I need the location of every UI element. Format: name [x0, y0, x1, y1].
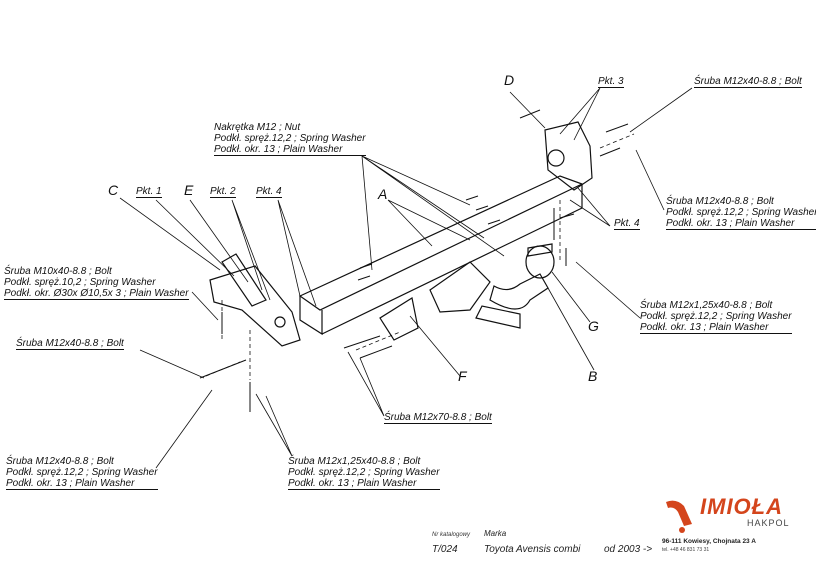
company-sub-text: HAKPOL: [747, 518, 790, 528]
imiola-logo-icon: [666, 500, 692, 533]
catalog-number: T/024: [432, 544, 458, 555]
tow-ball: [525, 245, 555, 279]
catalog-label: Nr katalogowy: [432, 532, 471, 538]
pkt2-label: Pkt. 2: [210, 186, 236, 198]
part-g-label: G: [588, 318, 599, 334]
part-b-label: B: [588, 368, 598, 384]
left-m10-label-block: Śruba M10x40-8.8 ; Bolt Podkł. spręż.10,…: [4, 266, 189, 300]
part-a-label: A: [378, 186, 388, 202]
pkt4-left-label: Pkt. 4: [256, 186, 282, 198]
car-model: Toyota Avensis combi: [484, 544, 581, 555]
pkt4-right-label: Pkt. 4: [614, 218, 640, 230]
part-e-label: E: [184, 182, 194, 198]
bottom-left-label-block: Śruba M12x40-8.8 ; Bolt Podkł. spręż.12,…: [6, 456, 158, 490]
brand-label: Marka: [484, 529, 507, 538]
nut-label-block: Nakrętka M12 ; Nut Podkł. spręż.12,2 ; S…: [214, 122, 366, 156]
socket-plate-f: [379, 297, 419, 341]
company-logo-text: IMIOŁA: [700, 494, 783, 519]
company-phone: tel. +48 46 831 73 31: [662, 547, 710, 553]
bracket-c: [209, 265, 301, 347]
m12x70-bolt-label: Śruba M12x70-8.8 ; Bolt: [384, 412, 492, 424]
left-bolt-label: Śruba M12x40-8.8 ; Bolt: [16, 338, 124, 350]
bracket-e: [221, 253, 267, 307]
top-right-bolt-label: Śruba M12x40-8.8 ; Bolt: [694, 76, 802, 88]
part-c-label: C: [108, 182, 119, 198]
tow-neck: [489, 273, 549, 310]
bottom-mid-label-block: Śruba M12x1,25x40-8.8 ; Bolt Podkł. sprę…: [288, 456, 440, 490]
model-since: od 2003 ->: [604, 544, 653, 555]
pkt3-label: Pkt. 3: [598, 76, 624, 88]
part-f-label: F: [458, 368, 467, 384]
part-d-label: D: [504, 72, 515, 88]
mount-plate: [429, 261, 491, 313]
right-lower-label-block: Śruba M12x1,25x40-8.8 ; Bolt Podkł. sprę…: [640, 300, 792, 334]
company-address: 96-111 Kowiesy, Chojnata 23 A: [662, 538, 756, 545]
right-mid-label-block: Śruba M12x40-8.8 ; Bolt Podkł. spręż.12,…: [666, 196, 816, 230]
crossbar: [298, 175, 584, 311]
pkt1-label: Pkt. 1: [136, 186, 162, 198]
bracket-d: [544, 121, 593, 191]
